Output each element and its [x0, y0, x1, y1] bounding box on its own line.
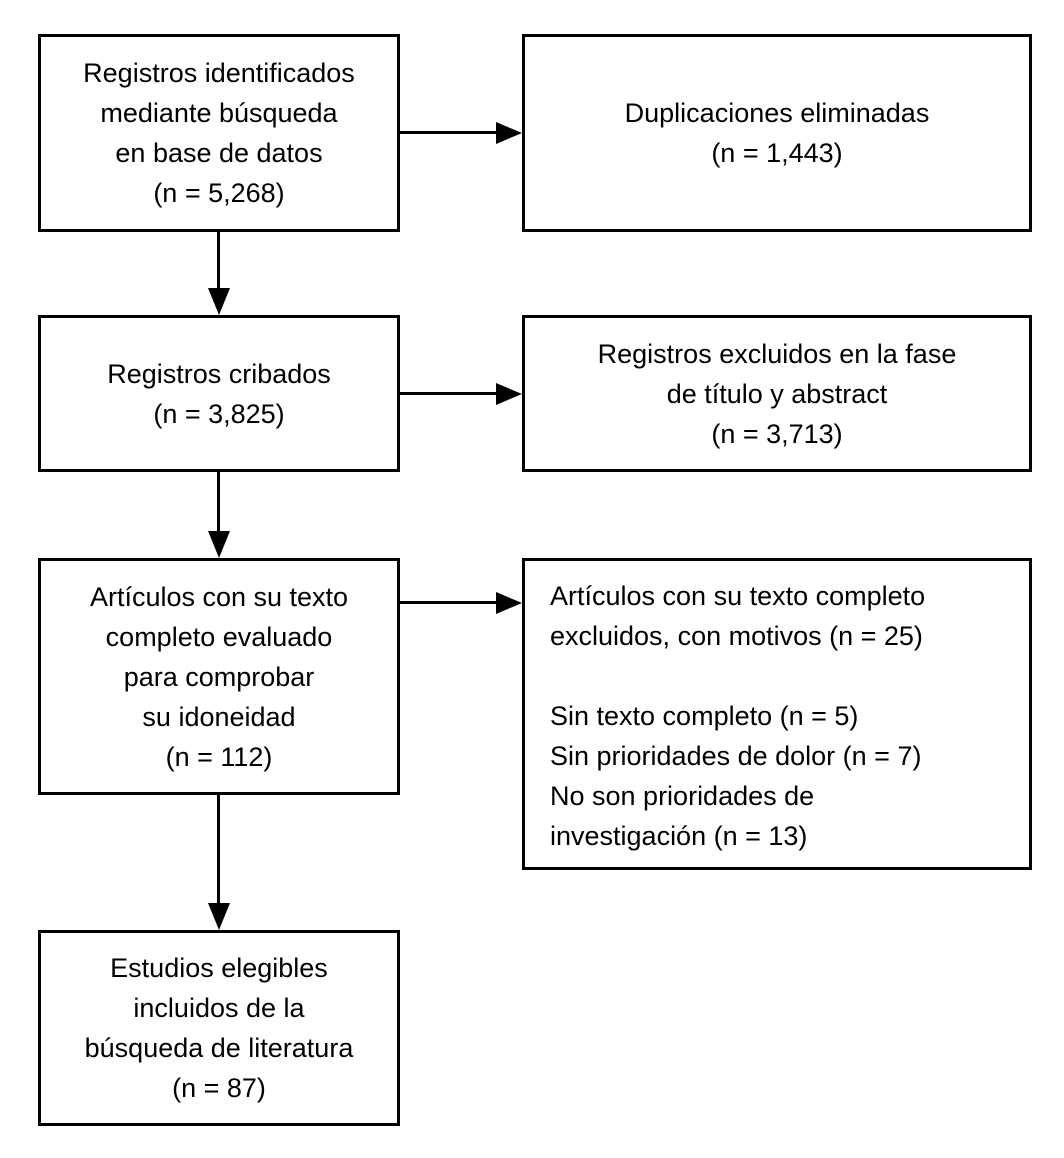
box-records-screened-label: Registros cribados (n = 3,825) [107, 358, 331, 429]
box-duplicates-removed: Duplicaciones eliminadas (n = 1,443) [522, 34, 1032, 232]
arrow-screened-to-fulltext-head-icon [208, 531, 230, 558]
box-records-identified: Registros identificados mediante búsqued… [38, 34, 400, 232]
arrow-screened-to-excluded-head-icon [496, 383, 522, 405]
box-records-identified-label: Registros identificados mediante búsqued… [83, 58, 355, 208]
box-records-screened: Registros cribados (n = 3,825) [38, 315, 400, 472]
box-records-excluded-title-abstract-label: Registros excluidos en la fase de título… [597, 338, 957, 449]
box-studies-included-label: Estudios elegibles incluidos de la búsqu… [84, 953, 354, 1103]
box-duplicates-removed-label: Duplicaciones eliminadas (n = 1,443) [624, 98, 930, 168]
arrow-screened-to-fulltext-shaft [217, 472, 220, 532]
arrow-screened-to-excluded-shaft [400, 392, 498, 395]
arrow-fulltext-to-included-shaft [217, 795, 220, 905]
box-fulltext-assessed: Artículos con su texto completo evaluado… [38, 558, 400, 795]
box-studies-included: Estudios elegibles incluidos de la búsqu… [38, 930, 400, 1126]
box-fulltext-assessed-label: Artículos con su texto completo evaluado… [89, 581, 349, 772]
arrow-fulltext-to-excluded-shaft [400, 601, 498, 604]
arrow-identified-to-screened-head-icon [208, 288, 230, 315]
box-fulltext-excluded-label: Artículos con su texto completo excluido… [550, 581, 926, 851]
arrow-fulltext-to-excluded-head-icon [496, 592, 522, 614]
box-records-excluded-title-abstract: Registros excluidos en la fase de título… [522, 315, 1032, 472]
arrow-identified-to-duplicates-head-icon [496, 122, 522, 144]
box-fulltext-excluded: Artículos con su texto completo excluido… [522, 558, 1032, 870]
arrow-identified-to-duplicates-shaft [400, 131, 498, 134]
arrow-fulltext-to-included-head-icon [208, 903, 230, 930]
arrow-identified-to-screened-shaft [217, 232, 220, 290]
